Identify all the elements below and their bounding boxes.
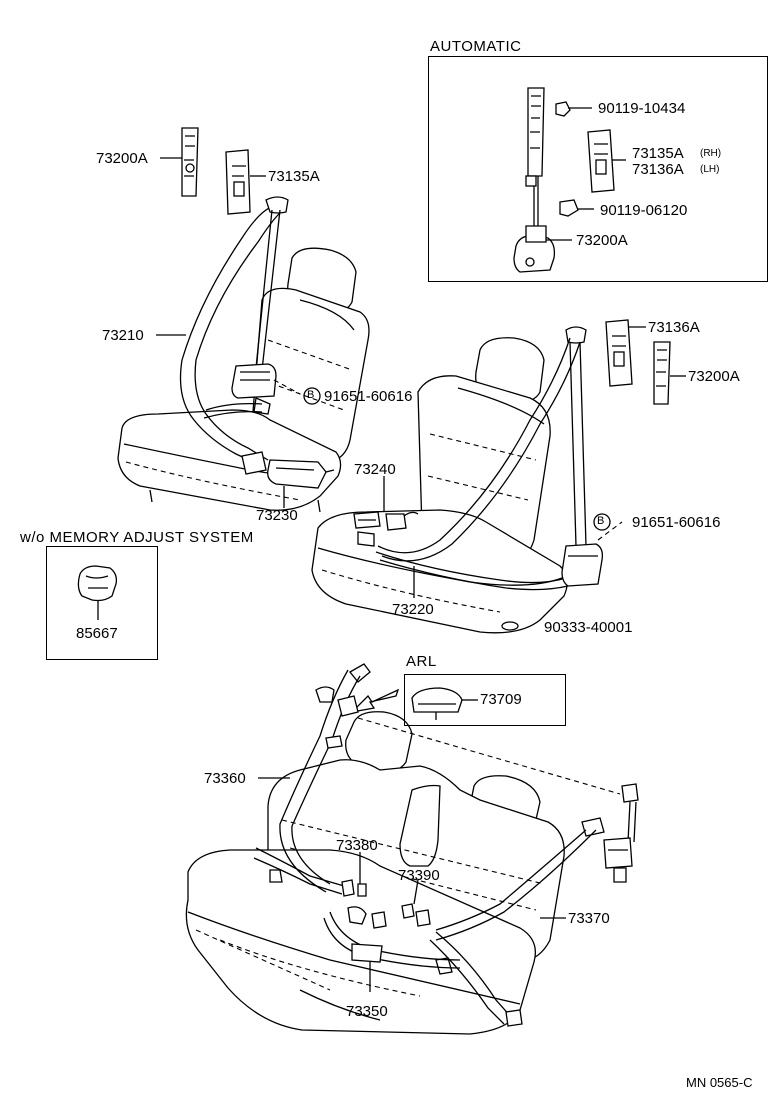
part-73200A-right-illustration [653, 341, 686, 405]
label-73200A-auto: 73200A [576, 232, 628, 249]
memory-adjust-box [46, 546, 158, 660]
automatic-assembly-illustration [513, 87, 626, 273]
automatic-header: AUTOMATIC [430, 38, 522, 55]
part-73135A-left-illustration [225, 149, 266, 215]
label-73136A-right: 73136A [648, 319, 700, 336]
arl-pointer-arrow [350, 688, 400, 714]
label-73200A-right: 73200A [688, 368, 740, 385]
rear-seat [185, 711, 621, 1035]
part-73136A-right-illustration [605, 319, 646, 387]
label-90119-06120: 90119-06120 [600, 202, 688, 219]
front-left-seat [117, 196, 370, 513]
label-91651-left: 91651-60616 [324, 388, 413, 405]
part-85667-illustration [77, 565, 118, 620]
label-90333-40001: 90333-40001 [544, 619, 633, 636]
bolt-marker-right: B [597, 515, 605, 527]
part-73709-illustration [411, 687, 478, 720]
label-73210: 73210 [102, 327, 144, 344]
label-73380: 73380 [336, 837, 378, 854]
label-73200A-left: 73200A [96, 150, 148, 167]
arl-box [404, 674, 566, 726]
label-90119-10434: 90119-10434 [598, 100, 686, 117]
bolt-marker-left: B [307, 389, 315, 401]
front-right-seat [311, 326, 623, 634]
label-73136A-auto: 73136A [632, 161, 684, 178]
label-73220: 73220 [392, 601, 434, 618]
label-91651-right: 91651-60616 [632, 514, 721, 531]
label-73370: 73370 [568, 910, 610, 927]
label-73135A-auto: 73135A [632, 145, 684, 162]
memory-header: w/o MEMORY ADJUST SYSTEM [20, 529, 254, 546]
arl-header: ARL [406, 653, 437, 670]
label-lh: (LH) [700, 164, 720, 175]
automatic-box [428, 56, 768, 282]
label-73709: 73709 [480, 691, 522, 708]
label-73350: 73350 [346, 1003, 388, 1020]
label-73230: 73230 [256, 507, 298, 524]
label-rh: (RH) [700, 148, 722, 159]
rear-seatbelts [253, 663, 639, 1027]
label-73360: 73360 [204, 770, 246, 787]
label-73135A-left: 73135A [268, 168, 320, 185]
label-85667: 85667 [76, 625, 118, 642]
part-73200A-left-illustration [160, 127, 199, 197]
diagram-code: MN 0565-C [686, 1075, 753, 1090]
label-73240: 73240 [354, 461, 396, 478]
label-73390: 73390 [398, 867, 440, 884]
